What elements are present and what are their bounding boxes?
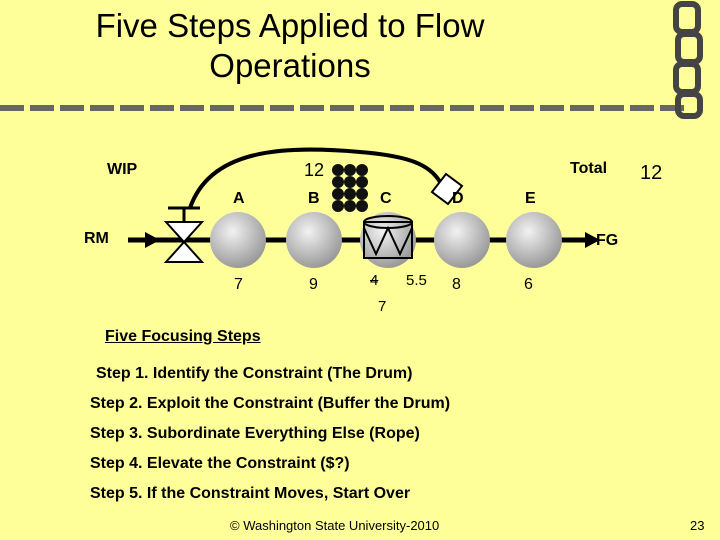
page-number: 23: [690, 518, 705, 533]
station-c-struck-rate: 4: [370, 272, 379, 289]
step-3: Step 3. Subordinate Everything Else (Rop…: [90, 425, 420, 442]
step-5: Step 5. If the Constraint Moves, Start O…: [90, 485, 411, 502]
fg-label: FG: [596, 232, 619, 249]
station-a: [210, 212, 266, 268]
step-4: Step 4. Elevate the Constraint ($?): [90, 455, 350, 472]
copyright-footer: © Washington State University-2010: [230, 518, 440, 533]
station-b-name: B: [308, 190, 320, 207]
step-1: Step 1. Identify the Constraint (The Dru…: [96, 365, 413, 382]
wip-pile-icon: [332, 164, 368, 212]
slide-title: Five Steps Applied to Flow Operations: [95, 7, 485, 84]
drum-icon: [363, 215, 413, 259]
station-c: [360, 212, 416, 268]
station-e-rate: 6: [524, 276, 533, 293]
station-e-name: E: [525, 190, 536, 207]
total-value: 12: [640, 162, 663, 184]
release-valve-icon: [163, 206, 205, 263]
chain-icon: [673, 1, 703, 119]
rope-hand-icon: [430, 172, 464, 206]
steps-heading: Five Focusing Steps: [105, 328, 261, 345]
station-b-rate: 9: [309, 276, 318, 293]
station-b: [286, 212, 342, 268]
station-a-name: A: [233, 190, 245, 207]
station-d-rate: 8: [452, 276, 461, 293]
station-d: [434, 212, 490, 268]
station-e: [506, 212, 562, 268]
rope-line: [188, 147, 442, 209]
wip-value: 12: [304, 160, 325, 180]
step-2: Step 2. Exploit the Constraint (Buffer t…: [90, 395, 451, 412]
station-d-name: D: [452, 190, 464, 207]
station-c-rate: 5.5: [406, 272, 427, 289]
station-c-name: C: [380, 190, 392, 207]
wip-label: WIP: [107, 161, 138, 178]
station-c-rate-below: 7: [378, 298, 387, 315]
total-label: Total: [570, 160, 608, 177]
station-a-rate: 7: [234, 276, 243, 293]
rm-label: RM: [84, 230, 109, 247]
